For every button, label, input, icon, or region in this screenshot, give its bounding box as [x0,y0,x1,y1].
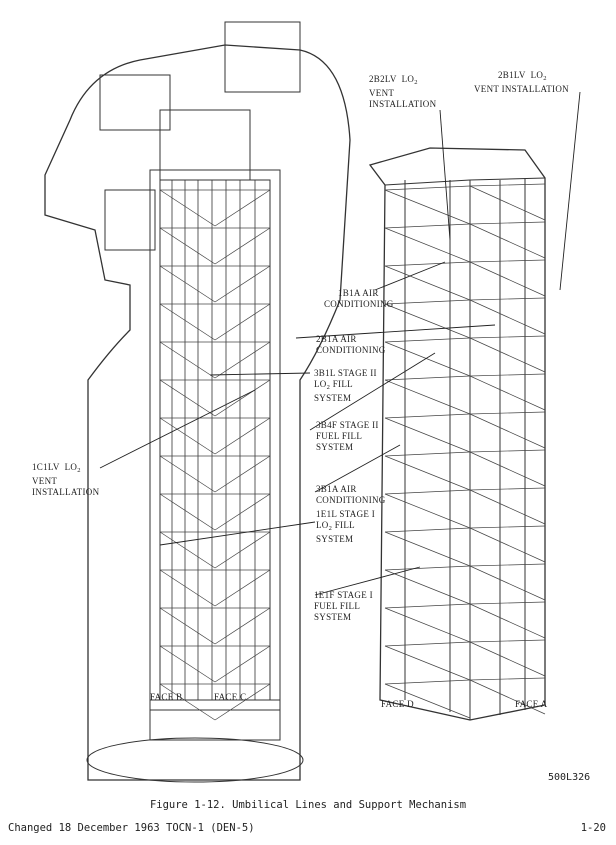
callout-1e1l-stage-i-lo2-fill: 1E1L STAGE I LO2 FILL SYSTEM [316,509,376,544]
drawing-number: 500L326 [548,772,591,783]
page-number: 1-20 [580,822,606,834]
callout-1c1lv-lo2-vent: 1C1LV LO2 VENT INSTALLATION [32,462,100,497]
callout-2b2lv-lo2-vent: 2B2LV LO2 VENT INSTALLATION [369,74,437,109]
face-c-label: FACE C [214,692,247,702]
callout-3b1l-stage-ii-lo2-fill: 3B1L STAGE II LO2 FILL SYSTEM [314,368,377,403]
callout-3b4f-stage-ii-fuel-fill: 3B4F STAGE II FUEL FILL SYSTEM [316,420,379,452]
umbilical-tower-illustration [44,21,581,783]
callout-2b1lv-lo2-vent: 2B1LV LO2 VENT INSTALLATION [474,70,569,94]
face-b-label: FACE B [150,692,183,702]
figure-caption: Figure 1-12. Umbilical Lines and Support… [149,799,467,811]
callout-1b1a-air-conditioning: 1B1A AIR CONDITIONING [324,288,394,309]
callout-2b1a-air-conditioning: 2B1A AIR CONDITIONING [316,334,386,355]
face-a-label: FACE A [515,699,548,709]
callout-1e1f-stage-i-fuel-fill: 1E1F STAGE I FUEL FILL SYSTEM [314,590,373,622]
face-d-label: FACE D [381,699,414,709]
change-notice: Changed 18 December 1963 TOCN-1 (DEN-5) [8,822,255,834]
callout-3b1a-air-conditioning: 3B1A AIR CONDITIONING [316,484,386,505]
